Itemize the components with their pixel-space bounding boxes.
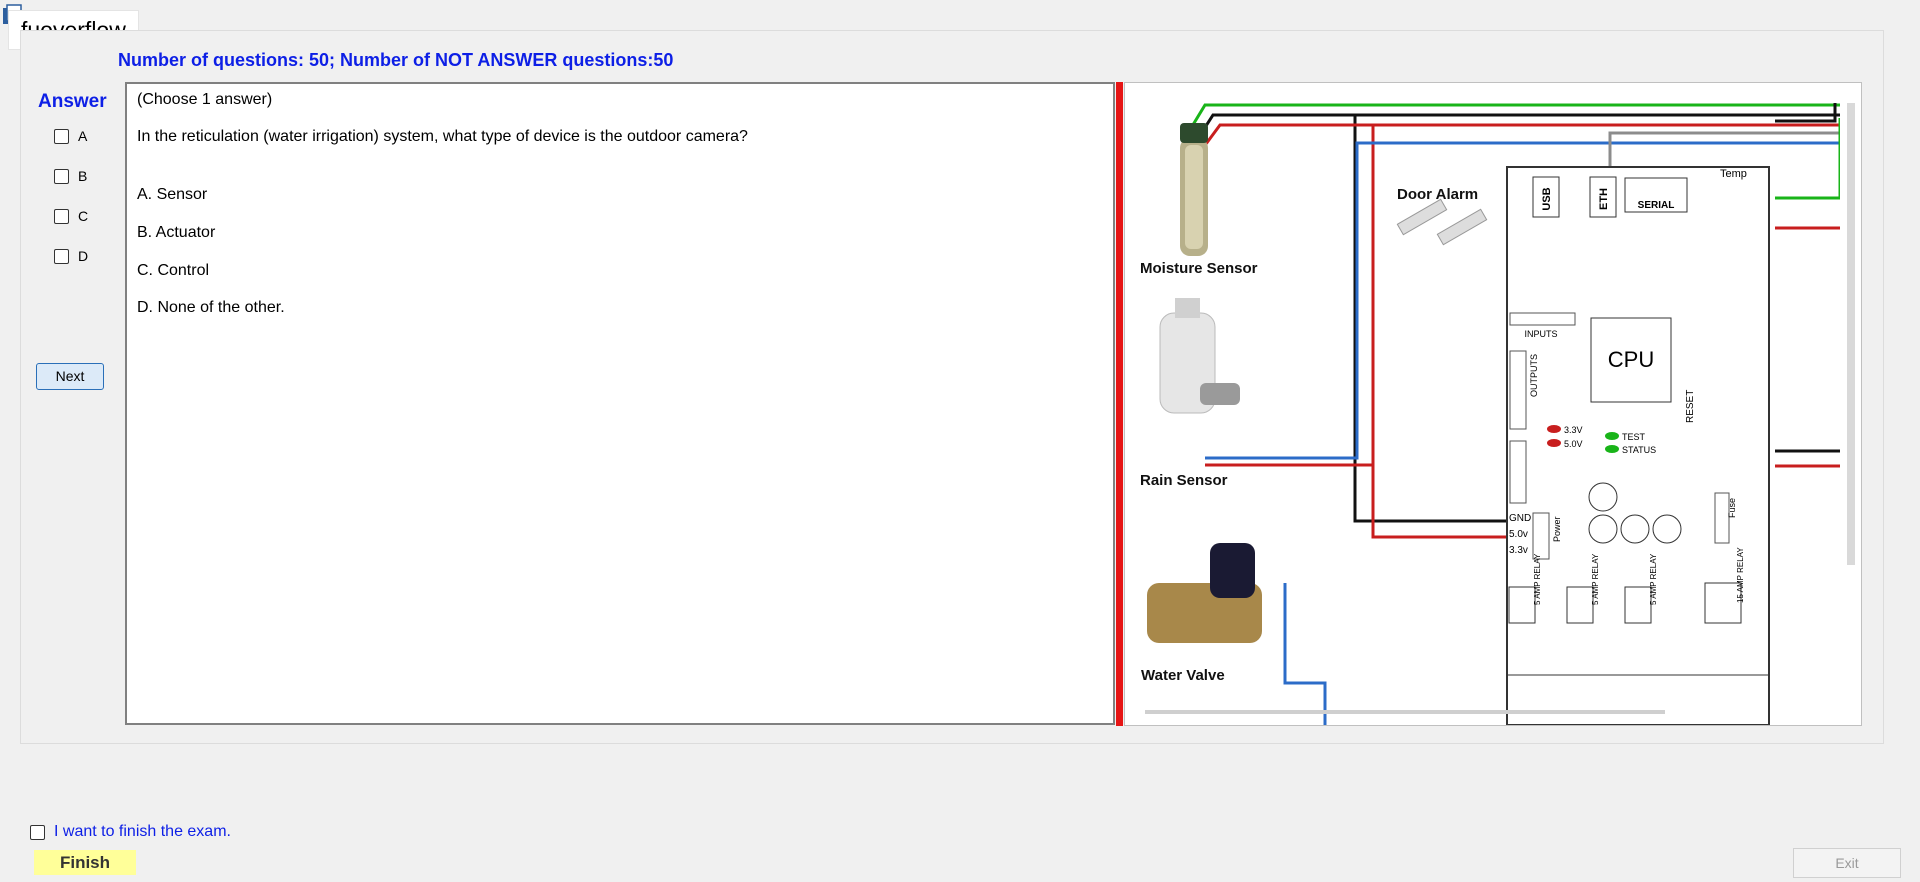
option-label: D — [78, 248, 89, 264]
wiring-diagram: Moisture Sensor Rain Sensor Water Valve … — [1125, 83, 1861, 725]
water-valve-image — [1147, 543, 1262, 643]
finish-exam-checkbox[interactable]: I want to finish the exam. — [30, 823, 231, 841]
moisture-sensor-image — [1180, 123, 1208, 256]
power-label: Power — [1552, 516, 1562, 542]
answer-option-b[interactable]: B — [54, 165, 87, 187]
temp-label: Temp — [1720, 168, 1747, 180]
inputs-label: INPUTS — [1524, 329, 1557, 339]
fuse-label: Fuse — [1727, 498, 1737, 518]
rain-sensor-label: Rain Sensor — [1140, 472, 1228, 489]
choice-d: D. None of the other. — [137, 299, 285, 316]
relay-1-label: 5 AMP RELAY — [1533, 553, 1542, 605]
led-3v3-label: 3.3V — [1564, 425, 1583, 435]
option-label: A — [78, 128, 88, 144]
answer-option-c[interactable]: C — [54, 205, 88, 227]
choice-a: A. Sensor — [137, 186, 208, 203]
question-text: In the reticulation (water irrigation) s… — [137, 128, 748, 145]
relay-3-label: 5 AMP RELAY — [1649, 553, 1658, 605]
cpu-label: CPU — [1608, 347, 1654, 372]
question-summary: Number of questions: 50; Number of NOT A… — [118, 50, 674, 70]
relay-2-label: 5 AMP RELAY — [1591, 553, 1600, 605]
answer-panel-title: Answer — [38, 91, 107, 112]
moisture-sensor-label: Moisture Sensor — [1140, 260, 1258, 277]
rain-sensor-image — [1159, 298, 1240, 414]
serial-label: SERIAL — [1638, 200, 1675, 211]
question-instruction: (Choose 1 answer) — [137, 91, 273, 108]
choice-b: B. Actuator — [137, 224, 216, 241]
outputs-label: OUTPUTS — [1529, 354, 1539, 397]
choice-c: C. Control — [137, 262, 210, 279]
led-5v-label: 5.0V — [1564, 439, 1583, 449]
test-label: TEST — [1622, 432, 1646, 442]
reset-label: RESET — [1685, 390, 1696, 423]
checkbox[interactable] — [54, 248, 69, 264]
usb-label: USB — [1541, 187, 1553, 210]
question-panel: (Choose 1 answer) In the reticulation (w… — [125, 82, 1115, 725]
finish-button[interactable]: Finish — [34, 850, 136, 875]
gnd-label: GND — [1509, 513, 1531, 524]
wires — [1183, 103, 1861, 725]
option-label: B — [78, 168, 88, 184]
checkbox[interactable] — [54, 208, 69, 224]
checkbox[interactable] — [30, 824, 45, 840]
answer-option-a[interactable]: A — [54, 125, 87, 147]
next-button[interactable]: Next — [36, 363, 104, 390]
option-label: C — [78, 208, 89, 224]
panel-divider[interactable] — [1116, 82, 1123, 726]
door-alarm-label: Door Alarm — [1397, 186, 1478, 203]
question-image-panel[interactable]: Moisture Sensor Rain Sensor Water Valve … — [1124, 82, 1862, 726]
checkbox[interactable] — [54, 168, 69, 184]
exit-button[interactable]: Exit — [1793, 848, 1901, 878]
door-alarm-image — [1396, 198, 1488, 246]
status-label: STATUS — [1622, 445, 1656, 455]
v5-label: 5.0v — [1509, 529, 1528, 540]
eth-label: ETH — [1598, 188, 1610, 210]
v33-label: 3.3v — [1509, 545, 1528, 556]
controller-board: USB ETH SERIAL Temp CPU INPUTS OUTPUTS R… — [1506, 166, 1770, 725]
answer-option-d[interactable]: D — [54, 245, 88, 267]
finish-exam-label: I want to finish the exam. — [54, 823, 231, 840]
checkbox[interactable] — [54, 128, 69, 144]
water-valve-label: Water Valve — [1141, 667, 1225, 684]
relay-4-label: 15 AMP RELAY — [1736, 547, 1745, 603]
